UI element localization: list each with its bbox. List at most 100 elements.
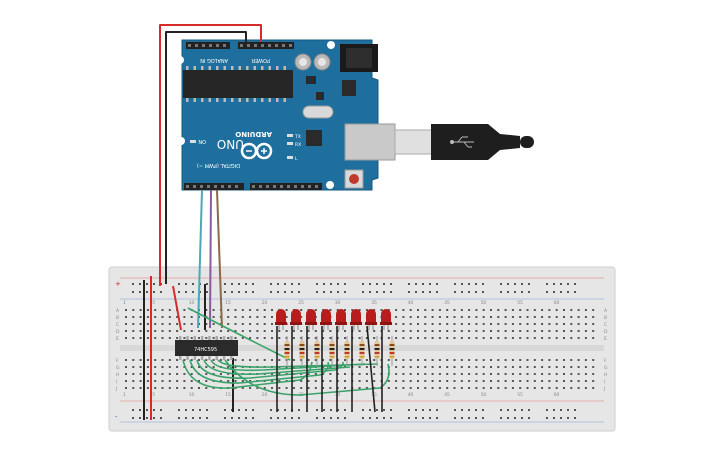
breadboard-hole[interactable]	[533, 387, 536, 389]
breadboard-hole[interactable]	[409, 373, 412, 375]
breadboard-hole[interactable]	[438, 330, 441, 332]
breadboard-hole[interactable]	[533, 316, 536, 318]
breadboard-hole[interactable]	[519, 373, 522, 375]
breadboard-hole[interactable]	[438, 387, 441, 389]
breadboard-hole[interactable]	[511, 330, 514, 332]
rail-hole[interactable]	[192, 409, 194, 411]
breadboard-hole[interactable]	[555, 380, 558, 382]
breadboard-hole[interactable]	[227, 373, 230, 375]
digital-pin[interactable]	[266, 185, 269, 188]
breadboard-hole[interactable]	[402, 387, 405, 389]
breadboard-hole[interactable]	[468, 323, 471, 325]
breadboard-hole[interactable]	[490, 359, 492, 361]
breadboard-hole[interactable]	[511, 309, 514, 311]
breadboard-hole[interactable]	[146, 309, 149, 311]
breadboard-hole[interactable]	[584, 380, 587, 382]
rail-hole[interactable]	[546, 409, 548, 411]
breadboard-hole[interactable]	[373, 366, 376, 368]
breadboard-hole[interactable]	[526, 323, 529, 325]
breadboard-hole[interactable]	[519, 316, 522, 318]
rail-hole[interactable]	[528, 283, 530, 285]
breadboard-hole[interactable]	[365, 373, 368, 375]
breadboard-hole[interactable]	[271, 373, 273, 375]
rail-hole[interactable]	[252, 283, 254, 285]
breadboard-hole[interactable]	[256, 309, 259, 311]
rail-hole[interactable]	[429, 417, 431, 419]
rail-hole[interactable]	[231, 283, 233, 285]
wire-data[interactable]	[197, 189, 203, 329]
rail-hole[interactable]	[153, 283, 155, 285]
rail-hole[interactable]	[567, 283, 569, 285]
breadboard-hole[interactable]	[475, 359, 478, 361]
rail-hole[interactable]	[362, 409, 364, 411]
rail-hole[interactable]	[521, 409, 523, 411]
led[interactable]	[290, 309, 302, 330]
power-pin[interactable]	[261, 44, 264, 47]
breadboard-hole[interactable]	[139, 309, 142, 311]
rail-hole[interactable]	[429, 291, 431, 293]
breadboard-hole[interactable]	[176, 316, 179, 318]
rail-hole[interactable]	[482, 283, 484, 285]
breadboard-hole[interactable]	[424, 316, 427, 318]
breadboard-hole[interactable]	[395, 359, 398, 361]
breadboard-hole[interactable]	[256, 316, 259, 318]
breadboard-hole[interactable]	[263, 387, 266, 389]
breadboard-hole[interactable]	[438, 380, 441, 382]
breadboard-hole[interactable]	[468, 366, 471, 368]
breadboard-hole[interactable]	[146, 380, 149, 382]
breadboard-hole[interactable]	[592, 323, 595, 325]
breadboard-hole[interactable]	[139, 366, 142, 368]
breadboard-hole[interactable]	[161, 366, 164, 368]
breadboard-hole[interactable]	[263, 323, 266, 325]
breadboard-hole[interactable]	[154, 359, 157, 361]
breadboard-hole[interactable]	[183, 330, 186, 332]
breadboard-hole[interactable]	[249, 316, 252, 318]
breadboard-hole[interactable]	[190, 359, 193, 361]
breadboard-hole[interactable]	[146, 337, 149, 339]
breadboard-hole[interactable]	[497, 380, 500, 382]
rail-hole[interactable]	[132, 409, 134, 411]
breadboard-hole[interactable]	[482, 380, 485, 382]
breadboard-hole[interactable]	[497, 366, 500, 368]
rail-hole[interactable]	[500, 409, 502, 411]
breadboard-hole[interactable]	[548, 359, 551, 361]
breadboard-hole[interactable]	[307, 373, 310, 375]
breadboard-hole[interactable]	[227, 316, 230, 318]
breadboard-hole[interactable]	[584, 309, 587, 311]
breadboard-hole[interactable]	[329, 366, 332, 368]
breadboard-hole[interactable]	[139, 359, 142, 361]
breadboard-hole[interactable]	[329, 309, 332, 311]
breadboard-hole[interactable]	[132, 337, 135, 339]
breadboard-hole[interactable]	[417, 309, 419, 311]
breadboard-hole[interactable]	[241, 323, 244, 325]
rail-hole[interactable]	[560, 283, 562, 285]
breadboard-hole[interactable]	[417, 359, 419, 361]
breadboard-hole[interactable]	[168, 359, 171, 361]
breadboard-hole[interactable]	[314, 359, 317, 361]
breadboard-hole[interactable]	[146, 373, 149, 375]
breadboard-hole[interactable]	[256, 323, 259, 325]
rail-hole[interactable]	[192, 283, 194, 285]
wire-q[interactable]	[224, 359, 390, 396]
breadboard-hole[interactable]	[504, 380, 507, 382]
rail-hole[interactable]	[567, 291, 569, 293]
breadboard-hole[interactable]	[548, 309, 551, 311]
breadboard-hole[interactable]	[190, 323, 193, 325]
breadboard-hole[interactable]	[190, 316, 193, 318]
rail-hole[interactable]	[546, 417, 548, 419]
breadboard-hole[interactable]	[161, 316, 164, 318]
breadboard-hole[interactable]	[344, 387, 346, 389]
rail-hole[interactable]	[376, 291, 378, 293]
rail-hole[interactable]	[199, 409, 201, 411]
breadboard-hole[interactable]	[322, 380, 325, 382]
breadboard-hole[interactable]	[446, 330, 449, 332]
rail-hole[interactable]	[383, 283, 385, 285]
rail-hole[interactable]	[454, 417, 456, 419]
breadboard-hole[interactable]	[526, 373, 529, 375]
breadboard-hole[interactable]	[300, 359, 303, 361]
breadboard-hole[interactable]	[460, 337, 463, 339]
breadboard-hole[interactable]	[329, 373, 332, 375]
breadboard-hole[interactable]	[555, 316, 558, 318]
breadboard-hole[interactable]	[146, 366, 149, 368]
breadboard-hole[interactable]	[190, 387, 193, 389]
